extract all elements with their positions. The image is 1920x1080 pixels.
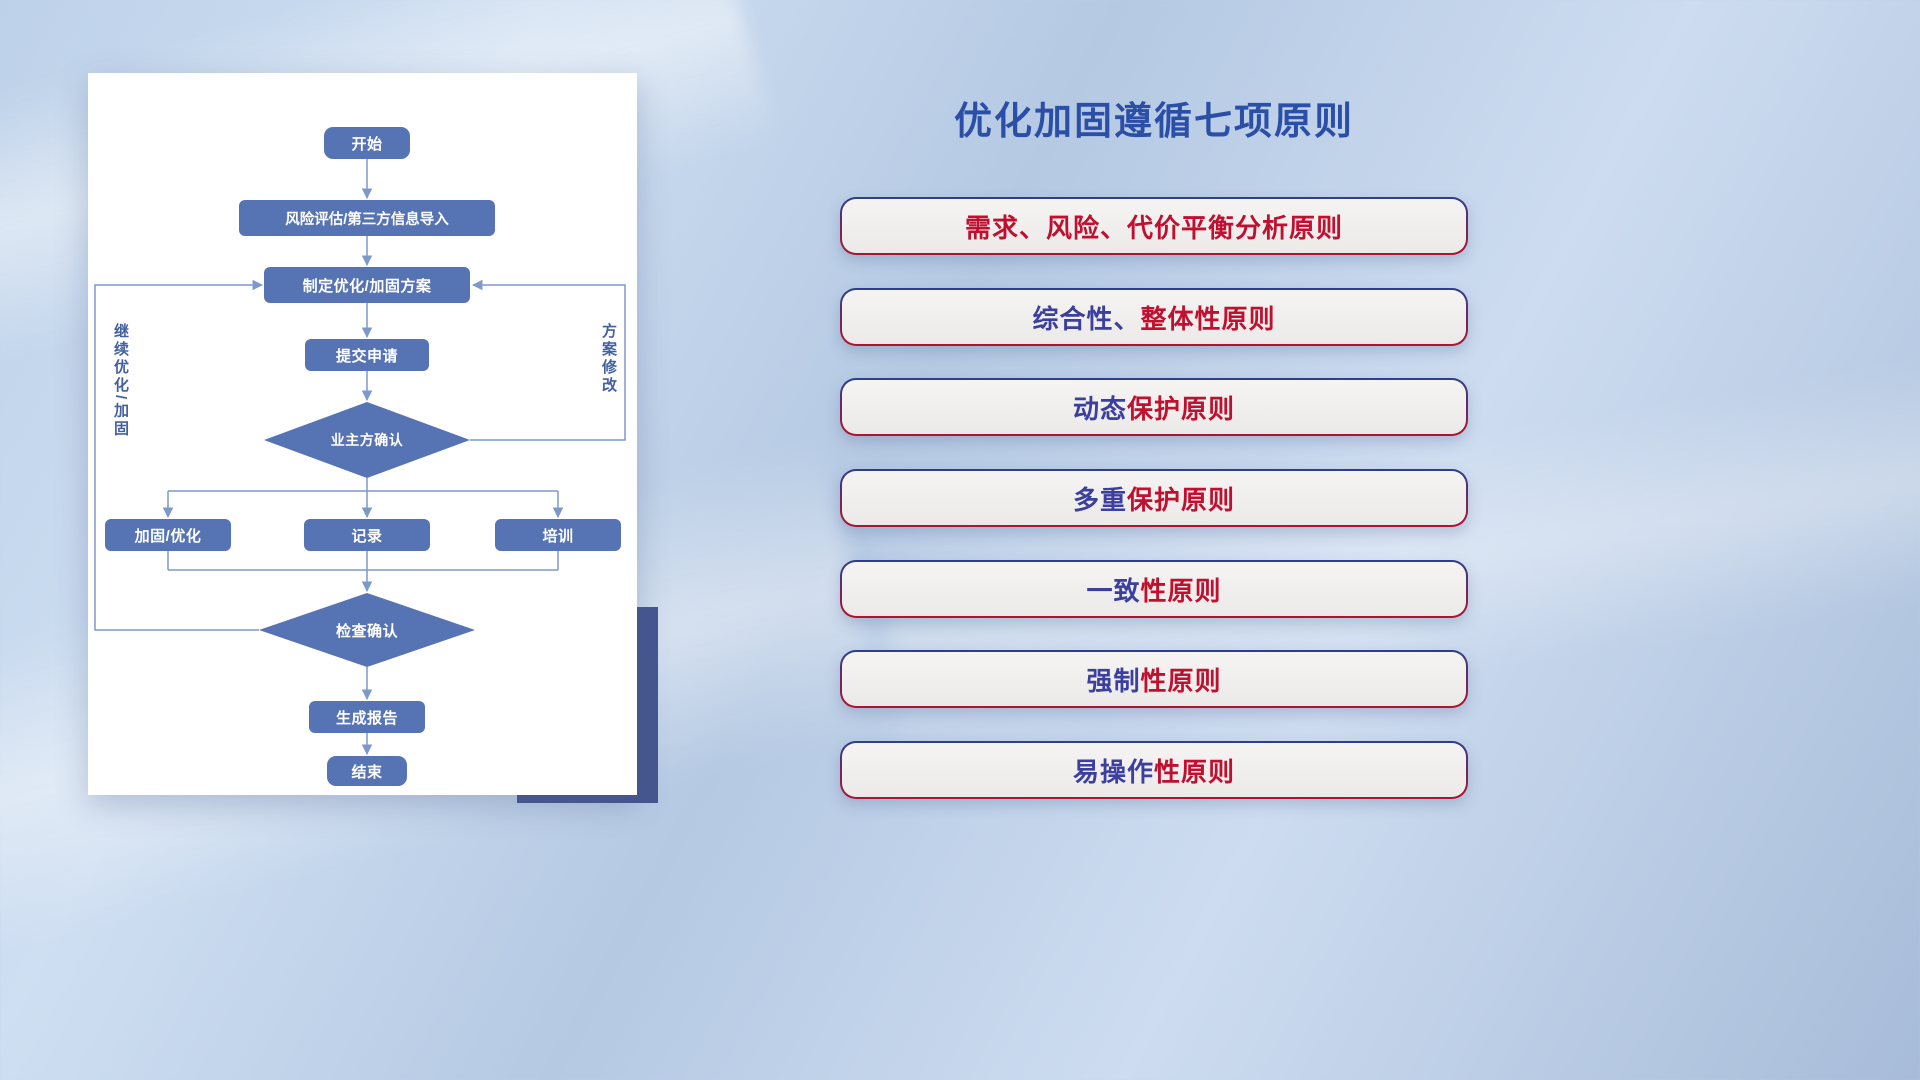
flow-node-end: 结束	[327, 756, 407, 786]
principle-card: 综合性、 整体性原则	[840, 288, 1468, 346]
principle-card: 多重 保护原则	[840, 469, 1468, 527]
flow-node-record: 记录	[304, 519, 430, 551]
principle-card: 动态 保护原则	[840, 378, 1468, 436]
principle-text-lead: 综合性、	[1032, 303, 1141, 334]
flowchart-connectors	[94, 159, 626, 756]
principle-text-rest: 需求、风险、代价平衡分析原则	[964, 212, 1343, 243]
principle-text-lead: 易操作	[1072, 756, 1154, 787]
principle-text-rest: 性原则	[1154, 756, 1236, 787]
flow-node-start: 开始	[324, 127, 410, 159]
principle-text-lead: 一致	[1086, 575, 1141, 606]
flow-node-submit: 提交申请	[305, 339, 429, 371]
page-title: 优化加固遵循七项原则	[953, 101, 1354, 143]
flow-node-report: 生成报告	[309, 701, 425, 733]
principle-text-rest: 整体性原则	[1140, 303, 1276, 334]
flow-node-risk-import: 风险评估/第三方信息导入	[239, 200, 495, 236]
principle-text-rest: 性原则	[1140, 665, 1222, 696]
flow-edge-label-continue-loop: 继续优化/加固	[112, 323, 129, 439]
flow-node-harden: 加固/优化	[105, 519, 231, 551]
principle-text-lead: 强制	[1086, 665, 1141, 696]
principle-text-lead: 动态	[1072, 393, 1127, 424]
flow-edge-label-plan-revise: 方案修改	[600, 323, 617, 395]
principle-text-rest: 保护原则	[1127, 393, 1236, 424]
principle-text-rest: 保护原则	[1127, 484, 1236, 515]
principle-card: 易操作 性原则	[840, 741, 1468, 799]
principle-text-lead: 多重	[1072, 484, 1127, 515]
flowchart-card: 开始 风险评估/第三方信息导入 制定优化/加固方案 提交申请 业主方确认 加固/…	[88, 73, 637, 795]
flow-node-training: 培训	[495, 519, 621, 551]
principle-card: 强制 性原则	[840, 650, 1468, 708]
flow-node-make-plan: 制定优化/加固方案	[264, 267, 470, 303]
principle-card: 需求、风险、代价平衡分析原则	[840, 197, 1468, 255]
principle-card: 一致 性原则	[840, 560, 1468, 618]
principle-text-rest: 性原则	[1140, 575, 1222, 606]
